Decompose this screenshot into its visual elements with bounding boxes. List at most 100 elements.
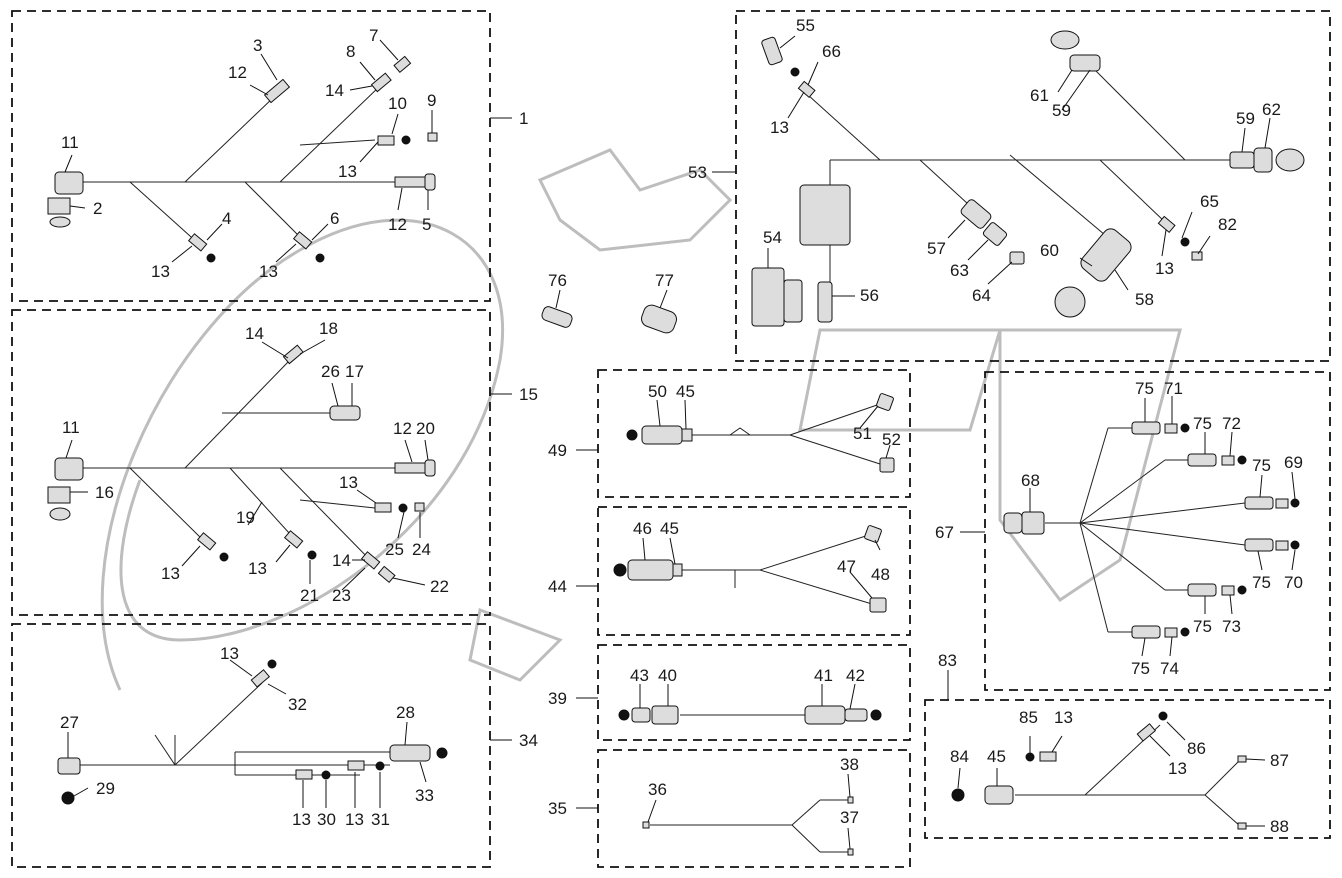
callout: 82 xyxy=(1218,215,1237,234)
callout: 18 xyxy=(319,319,338,338)
group-label: 34 xyxy=(519,731,538,750)
callout: 10 xyxy=(388,94,407,113)
callout: 9 xyxy=(427,91,436,110)
callout: 13 xyxy=(339,473,358,492)
callout: 75 xyxy=(1193,617,1212,636)
callout: 40 xyxy=(658,666,677,685)
callout: 73 xyxy=(1222,617,1241,636)
box-15 xyxy=(11,309,491,616)
callout: 13 xyxy=(292,810,311,829)
callout: 12 xyxy=(388,215,407,234)
callout: 57 xyxy=(927,239,946,258)
callout: 25 xyxy=(385,540,404,559)
callout: 8 xyxy=(346,42,355,61)
callout: 54 xyxy=(763,228,782,247)
callout: 12 xyxy=(228,63,247,82)
callout: 52 xyxy=(882,430,901,449)
callout: 70 xyxy=(1284,573,1303,592)
part-callouts: 3 12 7 8 14 10 9 11 13 2 12 5 4 6 13 13 … xyxy=(60,16,1303,836)
callout: 13 xyxy=(345,810,364,829)
box-49 xyxy=(597,369,911,498)
box-67 xyxy=(984,371,1331,691)
callout: 77 xyxy=(655,271,674,290)
callout: 56 xyxy=(860,286,879,305)
callout: 30 xyxy=(317,810,336,829)
callout: 19 xyxy=(236,508,255,527)
callout: 85 xyxy=(1019,708,1038,727)
callout: 13 xyxy=(770,118,789,137)
group-label: 1 xyxy=(519,109,528,128)
harness-53 xyxy=(751,30,1305,327)
box-83 xyxy=(924,699,1331,839)
callout: 13 xyxy=(151,262,170,281)
callout: 2 xyxy=(93,199,102,218)
callout: 16 xyxy=(95,483,114,502)
callout: 45 xyxy=(660,519,679,538)
callout: 46 xyxy=(633,519,652,538)
group-label: 53 xyxy=(688,163,707,182)
callout: 13 xyxy=(1155,259,1174,278)
harness-49 xyxy=(626,393,895,473)
harness-1 xyxy=(47,55,438,263)
callout: 88 xyxy=(1270,817,1289,836)
harness-34 xyxy=(57,659,448,805)
callout: 11 xyxy=(61,133,79,152)
callout: 86 xyxy=(1187,739,1206,758)
callout: 33 xyxy=(415,786,434,805)
callout: 14 xyxy=(245,324,264,343)
callout: 50 xyxy=(648,382,667,401)
callout: 29 xyxy=(96,779,115,798)
callout: 7 xyxy=(369,26,378,45)
callout: 64 xyxy=(972,286,991,305)
harness-35 xyxy=(642,796,854,856)
callout: 62 xyxy=(1262,100,1281,119)
callout: 14 xyxy=(325,81,344,100)
group-label: 67 xyxy=(935,523,954,542)
harness-39 xyxy=(618,705,882,725)
box-1 xyxy=(11,10,491,302)
box-35 xyxy=(597,749,911,868)
group-label: 35 xyxy=(548,799,567,818)
group-label: 44 xyxy=(548,577,567,596)
loose-parts xyxy=(541,304,677,334)
callout: 75 xyxy=(1252,573,1271,592)
callout: 84 xyxy=(950,747,969,766)
callout: 87 xyxy=(1270,751,1289,770)
callout: 61 xyxy=(1030,86,1049,105)
callout: 59 xyxy=(1052,101,1071,120)
callout: 42 xyxy=(846,666,865,685)
callout: 28 xyxy=(396,703,415,722)
callout: 75 xyxy=(1131,659,1150,678)
callout: 45 xyxy=(987,747,1006,766)
callout: 22 xyxy=(430,577,449,596)
group-label: 49 xyxy=(548,441,567,460)
callout: 13 xyxy=(248,559,267,578)
callout: 13 xyxy=(161,564,180,583)
harness-83 xyxy=(951,711,1247,830)
callout: 26 xyxy=(321,362,340,381)
callout: 74 xyxy=(1160,659,1179,678)
group-leaders xyxy=(490,117,985,809)
watermark xyxy=(100,148,1182,691)
harness-67 xyxy=(1003,421,1300,639)
callout: 17 xyxy=(345,362,364,381)
callout: 43 xyxy=(630,666,649,685)
harness-44 xyxy=(613,525,887,613)
callout: 11 xyxy=(62,418,80,437)
callout: 48 xyxy=(871,565,890,584)
callout: 51 xyxy=(853,424,872,443)
group-labels: 1 15 34 53 49 44 39 35 67 83 xyxy=(519,109,957,818)
callout: 24 xyxy=(412,540,431,559)
callout: 6 xyxy=(330,209,339,228)
callout: 45 xyxy=(676,382,695,401)
callout: 14 xyxy=(332,551,351,570)
callout: 55 xyxy=(796,16,815,35)
callout: 32 xyxy=(288,695,307,714)
callout-leaders xyxy=(64,35,1296,850)
box-53 xyxy=(735,10,1331,362)
callout: 27 xyxy=(60,713,79,732)
callout: 37 xyxy=(840,808,859,827)
callout: 4 xyxy=(222,209,231,228)
callout: 21 xyxy=(300,586,319,605)
callout: 60 xyxy=(1040,241,1059,260)
